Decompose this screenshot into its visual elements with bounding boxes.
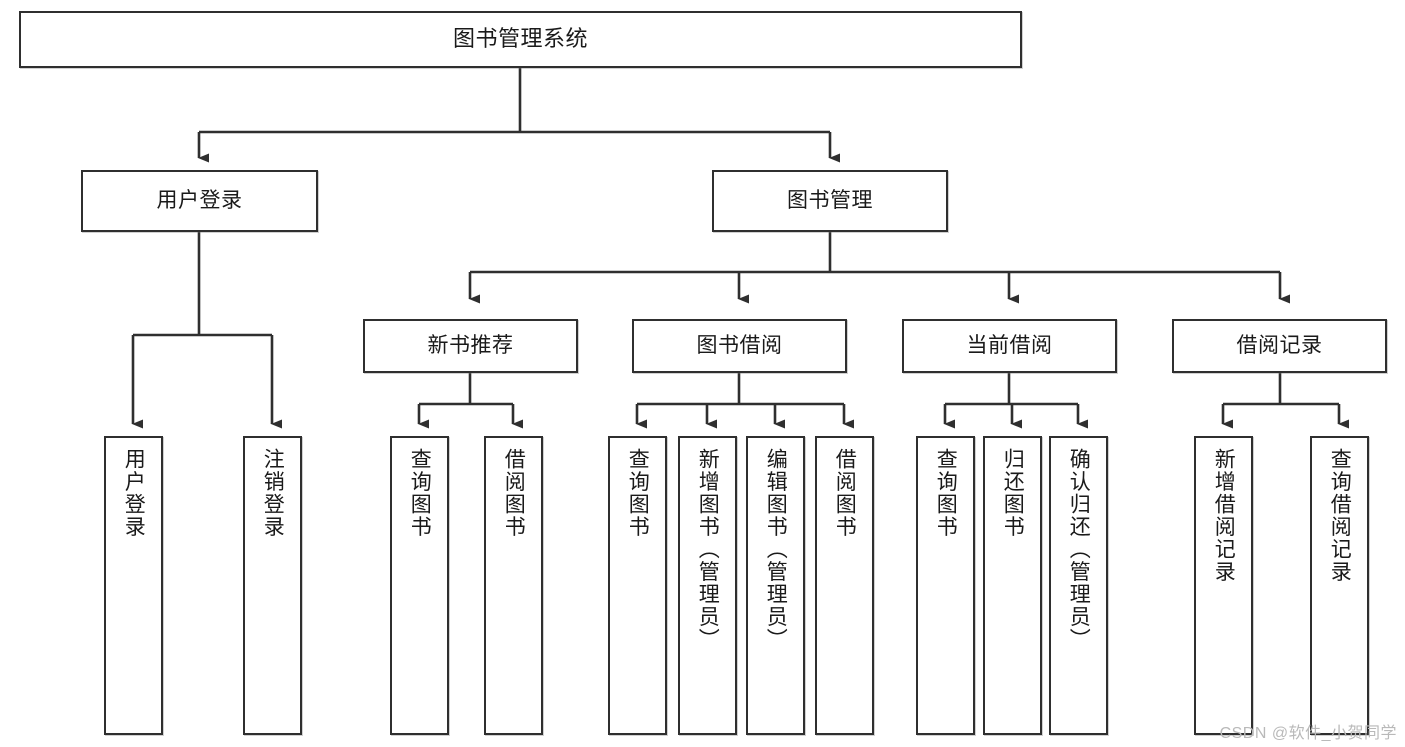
leaf-current-borrow-return-books[interactable]: 归还图书: [983, 436, 1042, 735]
node-label: 查询借阅记录: [1328, 448, 1352, 583]
leaf-borrow-record-query-record[interactable]: 查询借阅记录: [1310, 436, 1369, 735]
node-label: 借阅图书: [502, 448, 526, 538]
node-label: 新增图书（管理员）: [696, 448, 720, 651]
node-label: 用户登录: [156, 189, 243, 213]
node-label: 借阅记录: [1236, 334, 1323, 358]
leaf-current-borrow-confirm-return-admin[interactable]: 确认归还（管理员）: [1049, 436, 1108, 735]
leaf-borrow-record-add-record[interactable]: 新增借阅记录: [1194, 436, 1253, 735]
node-label: 编辑图书（管理员）: [764, 448, 788, 651]
node-label: 借阅图书: [833, 448, 857, 538]
leaf-book-borrow-edit-book-admin[interactable]: 编辑图书（管理员）: [746, 436, 805, 735]
node-label: 图书管理: [787, 189, 873, 213]
node-label: 确认归还（管理员）: [1067, 448, 1091, 651]
leaf-user-login-signout[interactable]: 注销登录: [243, 436, 302, 735]
csdn-watermark: CSDN @软件_小贺同学: [1219, 725, 1397, 742]
leaf-new-book-borrow-books[interactable]: 借阅图书: [484, 436, 543, 735]
node-book-management[interactable]: 图书管理: [712, 170, 948, 232]
node-root-book-management-system[interactable]: 图书管理系统: [19, 11, 1022, 68]
leaf-current-borrow-query-books[interactable]: 查询图书: [916, 436, 975, 735]
leaf-book-borrow-query-books[interactable]: 查询图书: [608, 436, 667, 735]
node-label: 查询图书: [408, 448, 432, 538]
leaf-new-book-query-books[interactable]: 查询图书: [390, 436, 449, 735]
node-label: 图书管理系统: [452, 26, 588, 52]
node-label: 当前借阅: [966, 334, 1053, 358]
node-label: 新书推荐: [427, 334, 514, 358]
node-book-borrow[interactable]: 图书借阅: [632, 319, 847, 373]
node-borrow-record[interactable]: 借阅记录: [1172, 319, 1387, 373]
leaf-user-login-signin[interactable]: 用户登录: [104, 436, 163, 735]
node-label: 注销登录: [261, 448, 285, 538]
leaf-book-borrow-add-book-admin[interactable]: 新增图书（管理员）: [678, 436, 737, 735]
node-label: 用户登录: [122, 448, 146, 538]
node-current-borrow[interactable]: 当前借阅: [902, 319, 1117, 373]
node-new-book-recommend[interactable]: 新书推荐: [363, 319, 578, 373]
node-label: 图书借阅: [696, 334, 783, 358]
node-user-login[interactable]: 用户登录: [81, 170, 318, 232]
leaf-book-borrow-borrow-books[interactable]: 借阅图书: [815, 436, 874, 735]
node-label: 新增借阅记录: [1212, 448, 1236, 583]
node-label: 查询图书: [934, 448, 958, 538]
node-label: 归还图书: [1001, 448, 1025, 538]
node-label: 查询图书: [626, 448, 650, 538]
